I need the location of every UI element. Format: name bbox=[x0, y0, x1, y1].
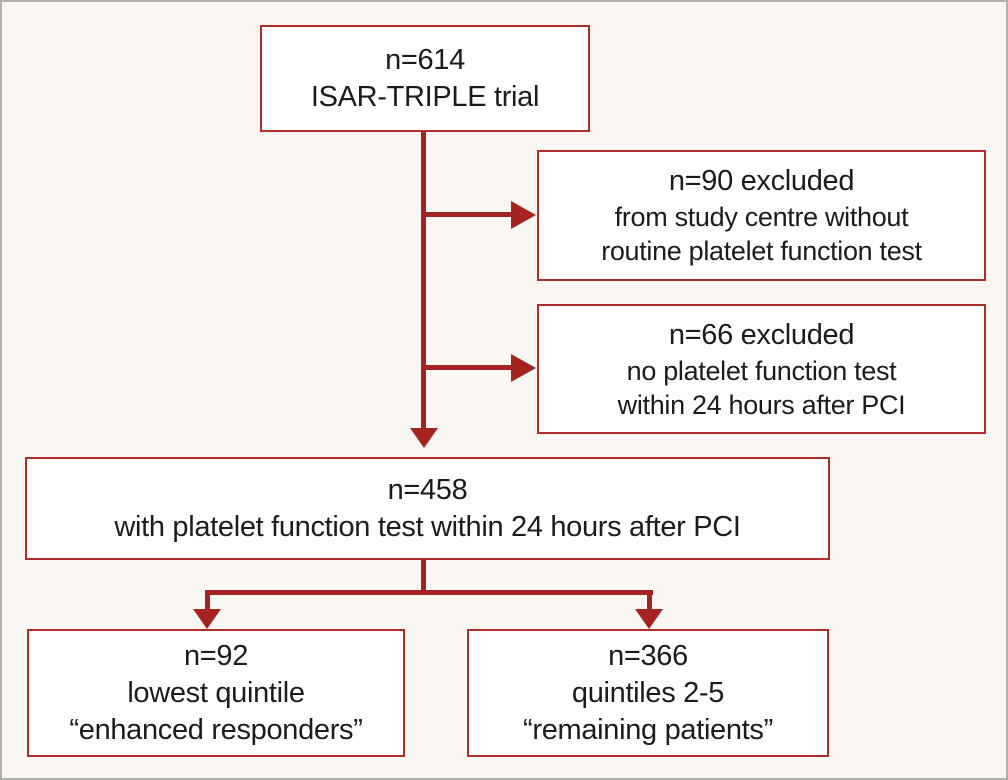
arrowhead-right-exclusion-2 bbox=[511, 354, 536, 382]
tested-count: n=458 bbox=[387, 473, 468, 506]
box-enrolled: n=614 ISAR-TRIPLE trial bbox=[260, 25, 590, 132]
arrowhead-right-exclusion-1 bbox=[511, 201, 536, 229]
enrolled-label: ISAR-TRIPLE trial bbox=[310, 80, 540, 113]
excluded-1-reason-line2: routine platelet function test bbox=[601, 236, 922, 266]
box-excluded-no-test-24h: n=66 excluded no platelet function test … bbox=[537, 304, 986, 434]
box-excluded-no-routine-test: n=90 excluded from study centre without … bbox=[537, 150, 986, 281]
box-remaining-patients: n=366 quintiles 2-5 “remaining patients” bbox=[467, 629, 829, 757]
connector-main-vertical bbox=[421, 132, 426, 428]
excluded-2-reason-line2: within 24 hours after PCI bbox=[617, 389, 906, 420]
excluded-2-reason-line1: no platelet function test bbox=[626, 355, 897, 386]
connector-split-stub bbox=[421, 560, 426, 595]
arrowhead-down-to-tested bbox=[410, 428, 438, 448]
enhanced-responders-count: n=92 bbox=[183, 639, 249, 672]
enhanced-responders-label: “enhanced responders” bbox=[69, 713, 363, 746]
tested-label: with platelet function test within 24 ho… bbox=[114, 510, 741, 543]
connector-split-horizontal bbox=[205, 590, 653, 595]
enhanced-responders-quintile: lowest quintile bbox=[127, 676, 305, 709]
connector-exclusion-2 bbox=[423, 365, 511, 370]
connector-right-branch bbox=[647, 590, 652, 612]
excluded-2-count: n=66 excluded bbox=[668, 318, 855, 351]
box-tested: n=458 with platelet function test within… bbox=[25, 457, 830, 560]
excluded-1-count: n=90 excluded bbox=[668, 165, 855, 197]
remaining-patients-quintile: quintiles 2-5 bbox=[571, 676, 725, 709]
box-enhanced-responders: n=92 lowest quintile “enhanced responder… bbox=[27, 629, 405, 757]
remaining-patients-count: n=366 bbox=[608, 639, 688, 672]
excluded-1-reason-line1: from study centre without bbox=[614, 202, 909, 232]
arrowhead-down-right-branch bbox=[635, 609, 663, 629]
connector-exclusion-1 bbox=[423, 212, 511, 217]
remaining-patients-label: “remaining patients” bbox=[523, 713, 773, 746]
connector-left-branch bbox=[205, 590, 210, 612]
arrowhead-down-left-branch bbox=[193, 609, 221, 629]
enrolled-count: n=614 bbox=[385, 43, 465, 76]
